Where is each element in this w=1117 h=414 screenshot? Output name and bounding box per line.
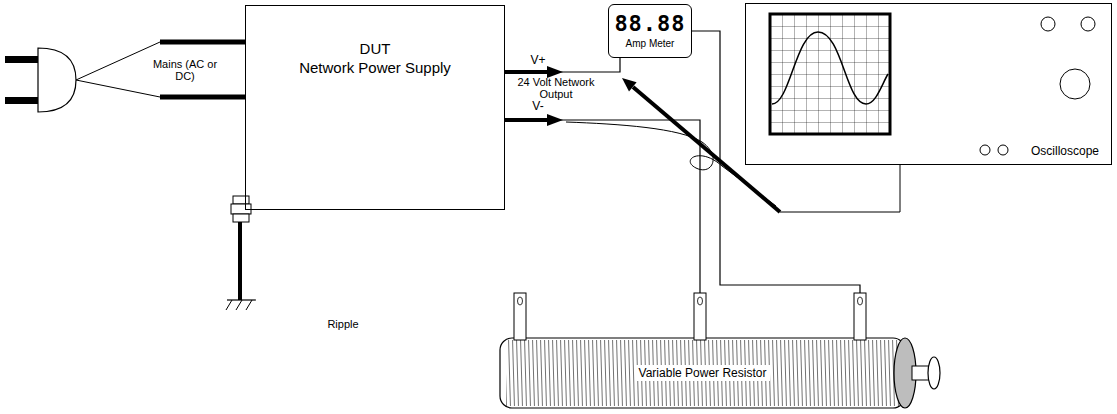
scope-jack: [998, 145, 1008, 155]
wire-connector: [505, 120, 700, 338]
terminal-label: V-: [526, 100, 550, 113]
tab-hole: [698, 297, 703, 305]
resistor-body: Variable Power Resistor: [500, 338, 905, 408]
component-label: Variable Power Resistor: [635, 365, 771, 381]
instrument-label: Amp Meter: [626, 38, 675, 50]
power-supply-box: DUTNetwork Power Supply: [245, 5, 505, 210]
box-title: Network Power Supply: [299, 59, 451, 78]
plug-prong: [5, 56, 39, 63]
mains-lead: [160, 95, 245, 100]
ground-nut: [233, 214, 249, 222]
ground-symbol: [236, 300, 242, 310]
box-title: DUT: [360, 40, 391, 59]
resistor-symbol: [500, 338, 905, 408]
ground-nut: [233, 196, 249, 204]
probe-tip: [622, 78, 637, 92]
scope-jack: [980, 145, 990, 155]
mains-wire: [76, 42, 160, 80]
terminal-label: V+: [526, 54, 550, 67]
wire-connector: [505, 58, 620, 72]
mains-wire: [76, 80, 160, 97]
scope-knob: [1081, 17, 1095, 31]
resistor-winding: [506, 340, 899, 406]
output-label: 24 Volt Network Output: [508, 76, 604, 100]
scope-knob: [1060, 69, 1090, 99]
ground-nut: [231, 204, 251, 214]
mains-label: Mains (AC or DC): [150, 58, 220, 82]
output-arrow: [505, 118, 549, 122]
amp-meter: 88.88Amp Meter: [608, 4, 692, 58]
instrument-label: Oscilloscope: [1031, 144, 1099, 158]
resistor-tab: [514, 293, 526, 340]
scope-screen: [770, 14, 890, 134]
oscilloscope: Oscilloscope: [745, 3, 1112, 165]
ground-symbol: [246, 300, 252, 310]
scope-knob: [1041, 17, 1055, 31]
probe-cable: [780, 165, 900, 212]
ground-wire: [238, 222, 242, 300]
resistor-tab: [854, 293, 866, 340]
output-arrow: [547, 114, 563, 126]
note-label: Ripple: [318, 318, 368, 330]
mains-lead: [160, 40, 245, 45]
meter-display: 88.88: [614, 13, 685, 35]
plug-prong: [5, 97, 39, 104]
resistor-knob: [928, 357, 940, 389]
scope-trace: [772, 32, 888, 104]
ground-symbol: [226, 300, 232, 310]
output-arrow: [505, 70, 549, 74]
tab-hole: [518, 297, 523, 305]
resistor-tab: [694, 293, 706, 340]
scope-grid: [770, 14, 890, 134]
plug-body: [38, 48, 76, 112]
tab-hole: [858, 297, 863, 305]
